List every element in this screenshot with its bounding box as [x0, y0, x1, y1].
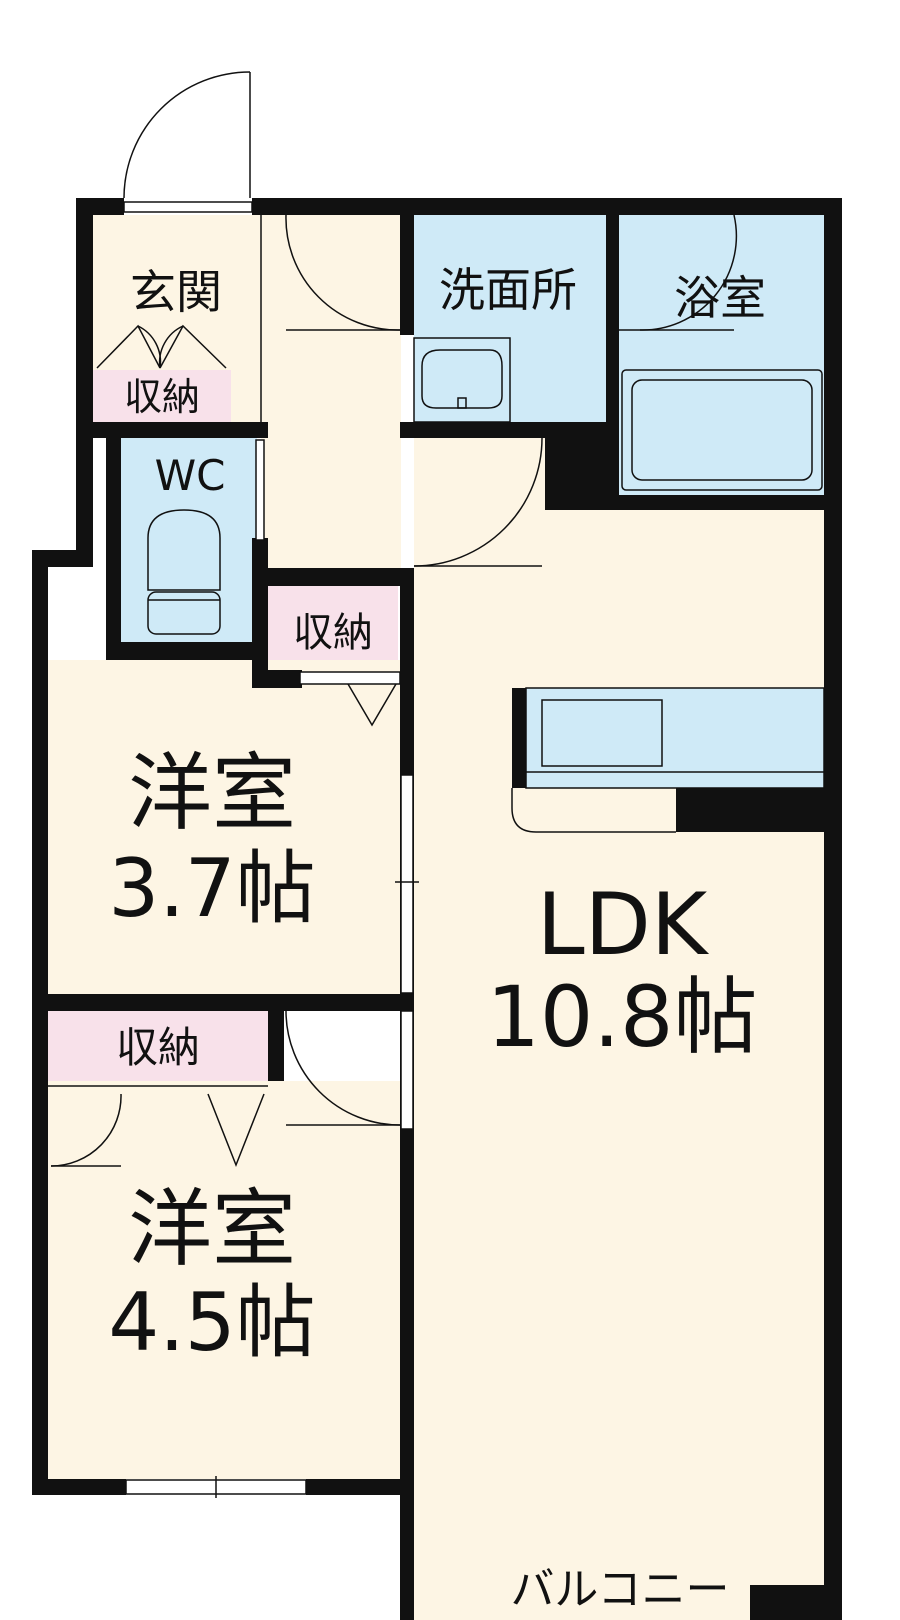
room1-sliding-door [400, 774, 414, 994]
room-labels: 玄関 収納 WC 洗面所 浴室 収納 洋室 3.7帖 LDK 10.8帖 収納 … [108, 263, 766, 1615]
entry-door-arc [123, 71, 251, 199]
fixtures [147, 337, 825, 833]
wall-genkan-bottom [76, 422, 268, 438]
wall-room-divider-h [32, 994, 414, 1011]
wall-storage-bottom [252, 670, 302, 688]
entry-door-sill [123, 201, 253, 213]
room2-floor [48, 1081, 400, 1479]
label-room1-name: 洋室 [128, 744, 296, 842]
room2-door-arc [285, 1010, 401, 1126]
label-storage-mid: 収納 [293, 610, 373, 656]
wall-storage-top [252, 568, 414, 586]
label-room2-size: 4.5帖 [108, 1276, 315, 1369]
washbasin-drain [457, 397, 467, 409]
label-room1-size: 3.7帖 [108, 842, 315, 935]
column-ldk-corner [750, 1585, 842, 1620]
room2-door-gap [400, 1010, 414, 1130]
kitchen-island-end [511, 788, 676, 833]
kitchen-sink [541, 699, 663, 767]
bathtub-outer [621, 369, 823, 491]
wall-bottom-left [32, 1479, 126, 1495]
walls [32, 198, 842, 1620]
genkan-closet-arc-r [158, 325, 184, 369]
storage-mid-floor [268, 586, 398, 670]
wall-right [824, 198, 842, 1620]
wall-wash-right [606, 215, 619, 438]
wall-left-lower [32, 550, 48, 1495]
bath-door-arc [639, 214, 738, 331]
wall-storage2-right [268, 1011, 284, 1081]
genkan-closet-arc-l [137, 325, 162, 369]
ldk-door-arc [413, 437, 543, 567]
thin-lines [48, 71, 738, 1498]
wall-hall-right [400, 215, 414, 335]
toilet-tank [147, 591, 221, 635]
hallway-floor [261, 215, 401, 580]
label-washroom: 洗面所 [439, 263, 577, 317]
label-wc: WC [155, 451, 226, 500]
label-ldk-name: LDK [537, 875, 710, 975]
label-genkan-storage: 収納 [124, 375, 200, 419]
storage-mid-door [347, 683, 397, 727]
room1-floor [48, 660, 400, 994]
wc-floor [121, 438, 257, 642]
bathroom-floor [619, 215, 824, 495]
room2-closet-door-r [207, 1093, 265, 1168]
label-room2-name: 洋室 [128, 1180, 296, 1278]
wash-door-arc [285, 214, 401, 331]
kitchen-wall-stub [512, 688, 526, 788]
wall-bath-left [545, 422, 619, 510]
washbasin-bowl [421, 349, 503, 409]
wall-bottom-mid [306, 1479, 414, 1495]
wc-sliding-door [255, 439, 265, 541]
label-genkan: 玄関 [130, 265, 222, 319]
kitchen-block [676, 788, 842, 832]
bathtub-inner [631, 379, 813, 481]
storage-mid-sill [299, 671, 401, 685]
wall-wc-bottom [106, 642, 268, 660]
wall-left-upper [76, 198, 93, 553]
wall-bath-bottom [545, 495, 842, 510]
toilet-bowl [147, 509, 221, 591]
genkan-storage-floor [93, 370, 231, 422]
wall-wc-left [106, 422, 121, 660]
room2-storage-floor [48, 1011, 268, 1081]
room2-closet-arc [50, 1093, 122, 1167]
label-room2-storage: 収納 [116, 1023, 200, 1072]
label-balcony: バルコニー [510, 1564, 729, 1615]
kitchen-counter [525, 687, 825, 789]
label-bathroom: 浴室 [674, 271, 766, 325]
label-ldk-size: 10.8帖 [486, 968, 757, 1066]
wall-top-right [252, 198, 842, 215]
